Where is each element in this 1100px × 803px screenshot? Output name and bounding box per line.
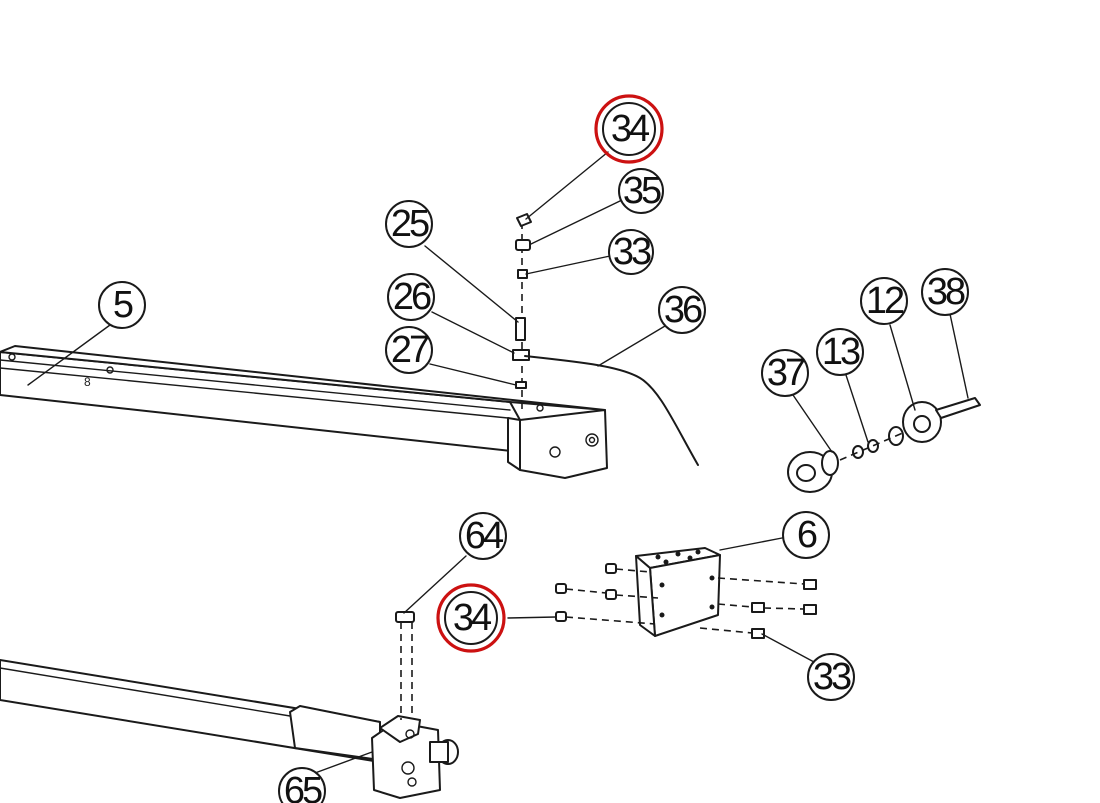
leader-lines [27,151,969,774]
callout-circle [602,102,656,156]
callout-circle [782,511,830,559]
callout-label: 36 [664,289,702,331]
callout-27: 27 [385,326,433,374]
callout-circle [459,512,507,560]
callout-circle [807,653,855,701]
cable [524,355,699,466]
wheel-assembly [787,397,981,493]
callout-circle [444,591,498,645]
lower-rod-assembly [0,611,459,799]
callout-64: 64 [459,512,507,560]
callout-label: 26 [393,276,431,318]
callout-5: 5 [98,281,146,329]
callout-circle [658,286,706,334]
callout-label: 34 [453,597,492,639]
callout-label: 25 [391,203,429,245]
callout-circle [385,326,433,374]
callout-highlight-ring [436,583,506,653]
callout-label: 65 [284,770,322,803]
callout-circle [98,281,146,329]
callout-circle [761,349,809,397]
callout-33-top: 33 [608,229,654,275]
callout-38: 38 [921,268,969,316]
callout-circle [385,200,433,248]
frame-marking: 8 [84,375,91,389]
callout-circle [921,268,969,316]
callout-65: 65 [278,767,326,803]
callout-label: 35 [623,170,661,212]
callout-26: 26 [387,273,435,321]
fastener-stack [512,213,532,410]
callout-circle [816,328,864,376]
callout-35: 35 [618,168,664,214]
bracket-assembly [555,547,817,639]
callout-34-top: 34 [594,94,664,164]
callout-label: 12 [866,280,904,322]
callout-13: 13 [816,328,864,376]
callout-label: 27 [391,329,429,371]
callout-circle [387,273,435,321]
callout-circle [860,277,908,325]
callout-12: 12 [860,277,908,325]
callout-label: 37 [767,352,805,394]
callout-label: 34 [611,108,650,150]
callouts: 34 35 33 25 26 27 36 5 [98,94,969,803]
callout-label: 38 [927,271,965,313]
callout-highlight-ring [594,94,664,164]
callout-25: 25 [385,200,433,248]
callout-circle [608,229,654,275]
callout-34-bottom: 34 [436,583,506,653]
callout-33-bottom: 33 [807,653,855,701]
callout-label: 64 [465,515,504,557]
callout-36: 36 [658,286,706,334]
callout-label: 5 [113,284,133,326]
callout-label: 13 [822,331,860,373]
callout-6: 6 [782,511,830,559]
callout-circle [278,767,326,803]
callout-circle [618,168,664,214]
callout-label: 33 [613,231,651,273]
callout-label: 6 [797,514,817,556]
callout-37: 37 [761,349,809,397]
callout-label: 33 [813,656,851,698]
frame-tube: 8 [0,345,608,479]
